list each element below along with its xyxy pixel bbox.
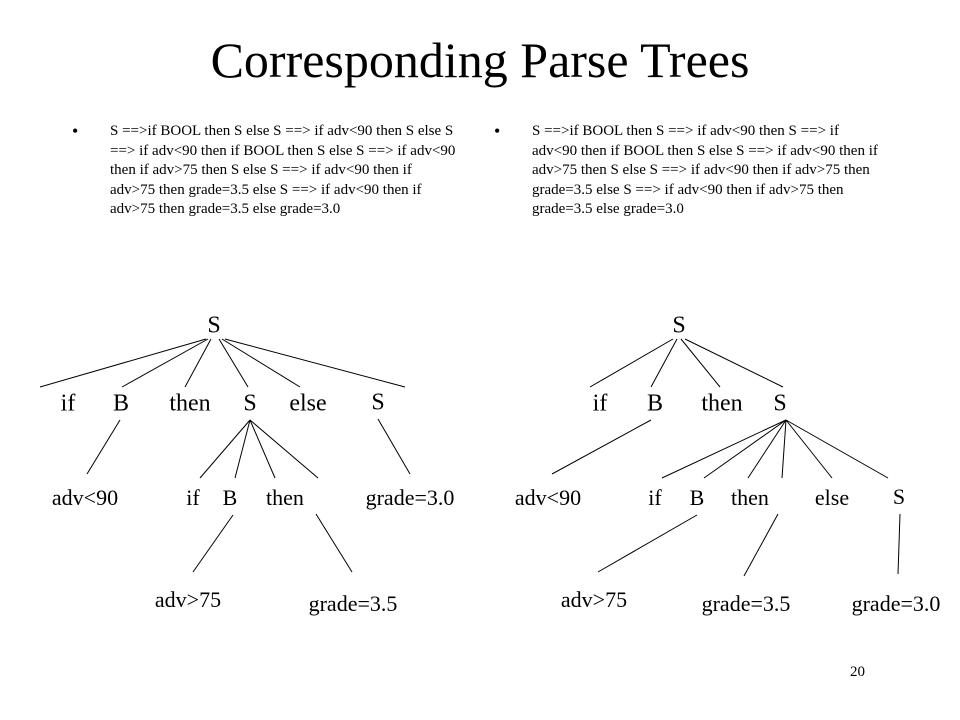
tree-node: adv<90: [52, 485, 118, 510]
tree-edge: [785, 419, 889, 479]
tree-edge: [192, 514, 234, 573]
tree-node: if: [648, 485, 662, 510]
derivation-left: • S ==>if BOOL then S else S ==> if adv<…: [72, 121, 460, 220]
derivation-right: • S ==>if BOOL then S ==> if adv<90 then…: [494, 121, 882, 220]
tree-node: then: [266, 485, 304, 510]
tree-node: S: [371, 390, 384, 416]
tree-edge: [747, 419, 787, 479]
tree-edge: [234, 419, 251, 479]
tree-node: then: [701, 391, 742, 417]
tree-edge: [199, 419, 251, 479]
tree-edge: [897, 513, 901, 575]
tree-node: S: [893, 484, 905, 509]
bullet-dot: •: [72, 121, 79, 141]
tree-edge: [221, 338, 301, 388]
tree-node: grade=3.0: [852, 591, 941, 616]
tree-node: S: [773, 391, 786, 417]
tree-node: if: [186, 485, 200, 510]
tree-edge: [597, 514, 698, 573]
tree-node: then: [169, 391, 210, 417]
tree-node: grade=3.5: [702, 591, 791, 616]
tree-edge: [315, 513, 353, 573]
tree-node: then: [731, 485, 769, 510]
tree-edge: [661, 419, 787, 479]
tree-node: else: [289, 391, 326, 417]
tree-node: B: [647, 391, 663, 417]
tree-edge: [224, 338, 406, 388]
tree-edge: [184, 338, 212, 388]
tree-node: B: [113, 391, 129, 417]
tree-node: adv>75: [155, 587, 221, 612]
tree-node: B: [223, 485, 238, 510]
tree-node: if: [61, 391, 76, 417]
tree-node: else: [815, 485, 849, 510]
tree-node: adv>75: [561, 587, 627, 612]
tree-edge: [377, 418, 411, 475]
tree-node: grade=3.5: [309, 591, 398, 616]
tree-edge: [551, 419, 652, 475]
tree-edge: [249, 419, 319, 479]
tree-node: S: [207, 313, 220, 339]
slide-title: Corresponding Parse Trees: [210, 32, 750, 88]
tree-edge: [743, 513, 779, 577]
tree-edge: [249, 419, 276, 479]
tree-edge: [650, 338, 678, 388]
bullet-dot: •: [494, 121, 501, 141]
tree-node: if: [593, 391, 608, 417]
tree-edge: [39, 338, 207, 388]
tree-node: grade=3.0: [366, 485, 455, 510]
tree-edge: [121, 338, 209, 388]
derivation-text-left: S ==>if BOOL then S else S ==> if adv<90…: [110, 123, 456, 217]
tree-node: adv<90: [515, 485, 581, 510]
tree-edge: [589, 338, 674, 388]
page-number: 20: [850, 664, 865, 680]
derivation-text-right: S ==>if BOOL then S ==> if adv<90 then S…: [532, 123, 878, 217]
tree-edge: [703, 419, 787, 479]
tree-edge: [680, 338, 721, 388]
tree-node: S: [243, 391, 256, 417]
tree-node: S: [672, 313, 685, 339]
tree-edge: [785, 419, 833, 479]
tree-edge: [218, 338, 249, 388]
tree-node: B: [690, 485, 705, 510]
tree-edge: [684, 338, 784, 388]
tree-edge: [86, 419, 121, 475]
tree-edge: [781, 419, 787, 479]
